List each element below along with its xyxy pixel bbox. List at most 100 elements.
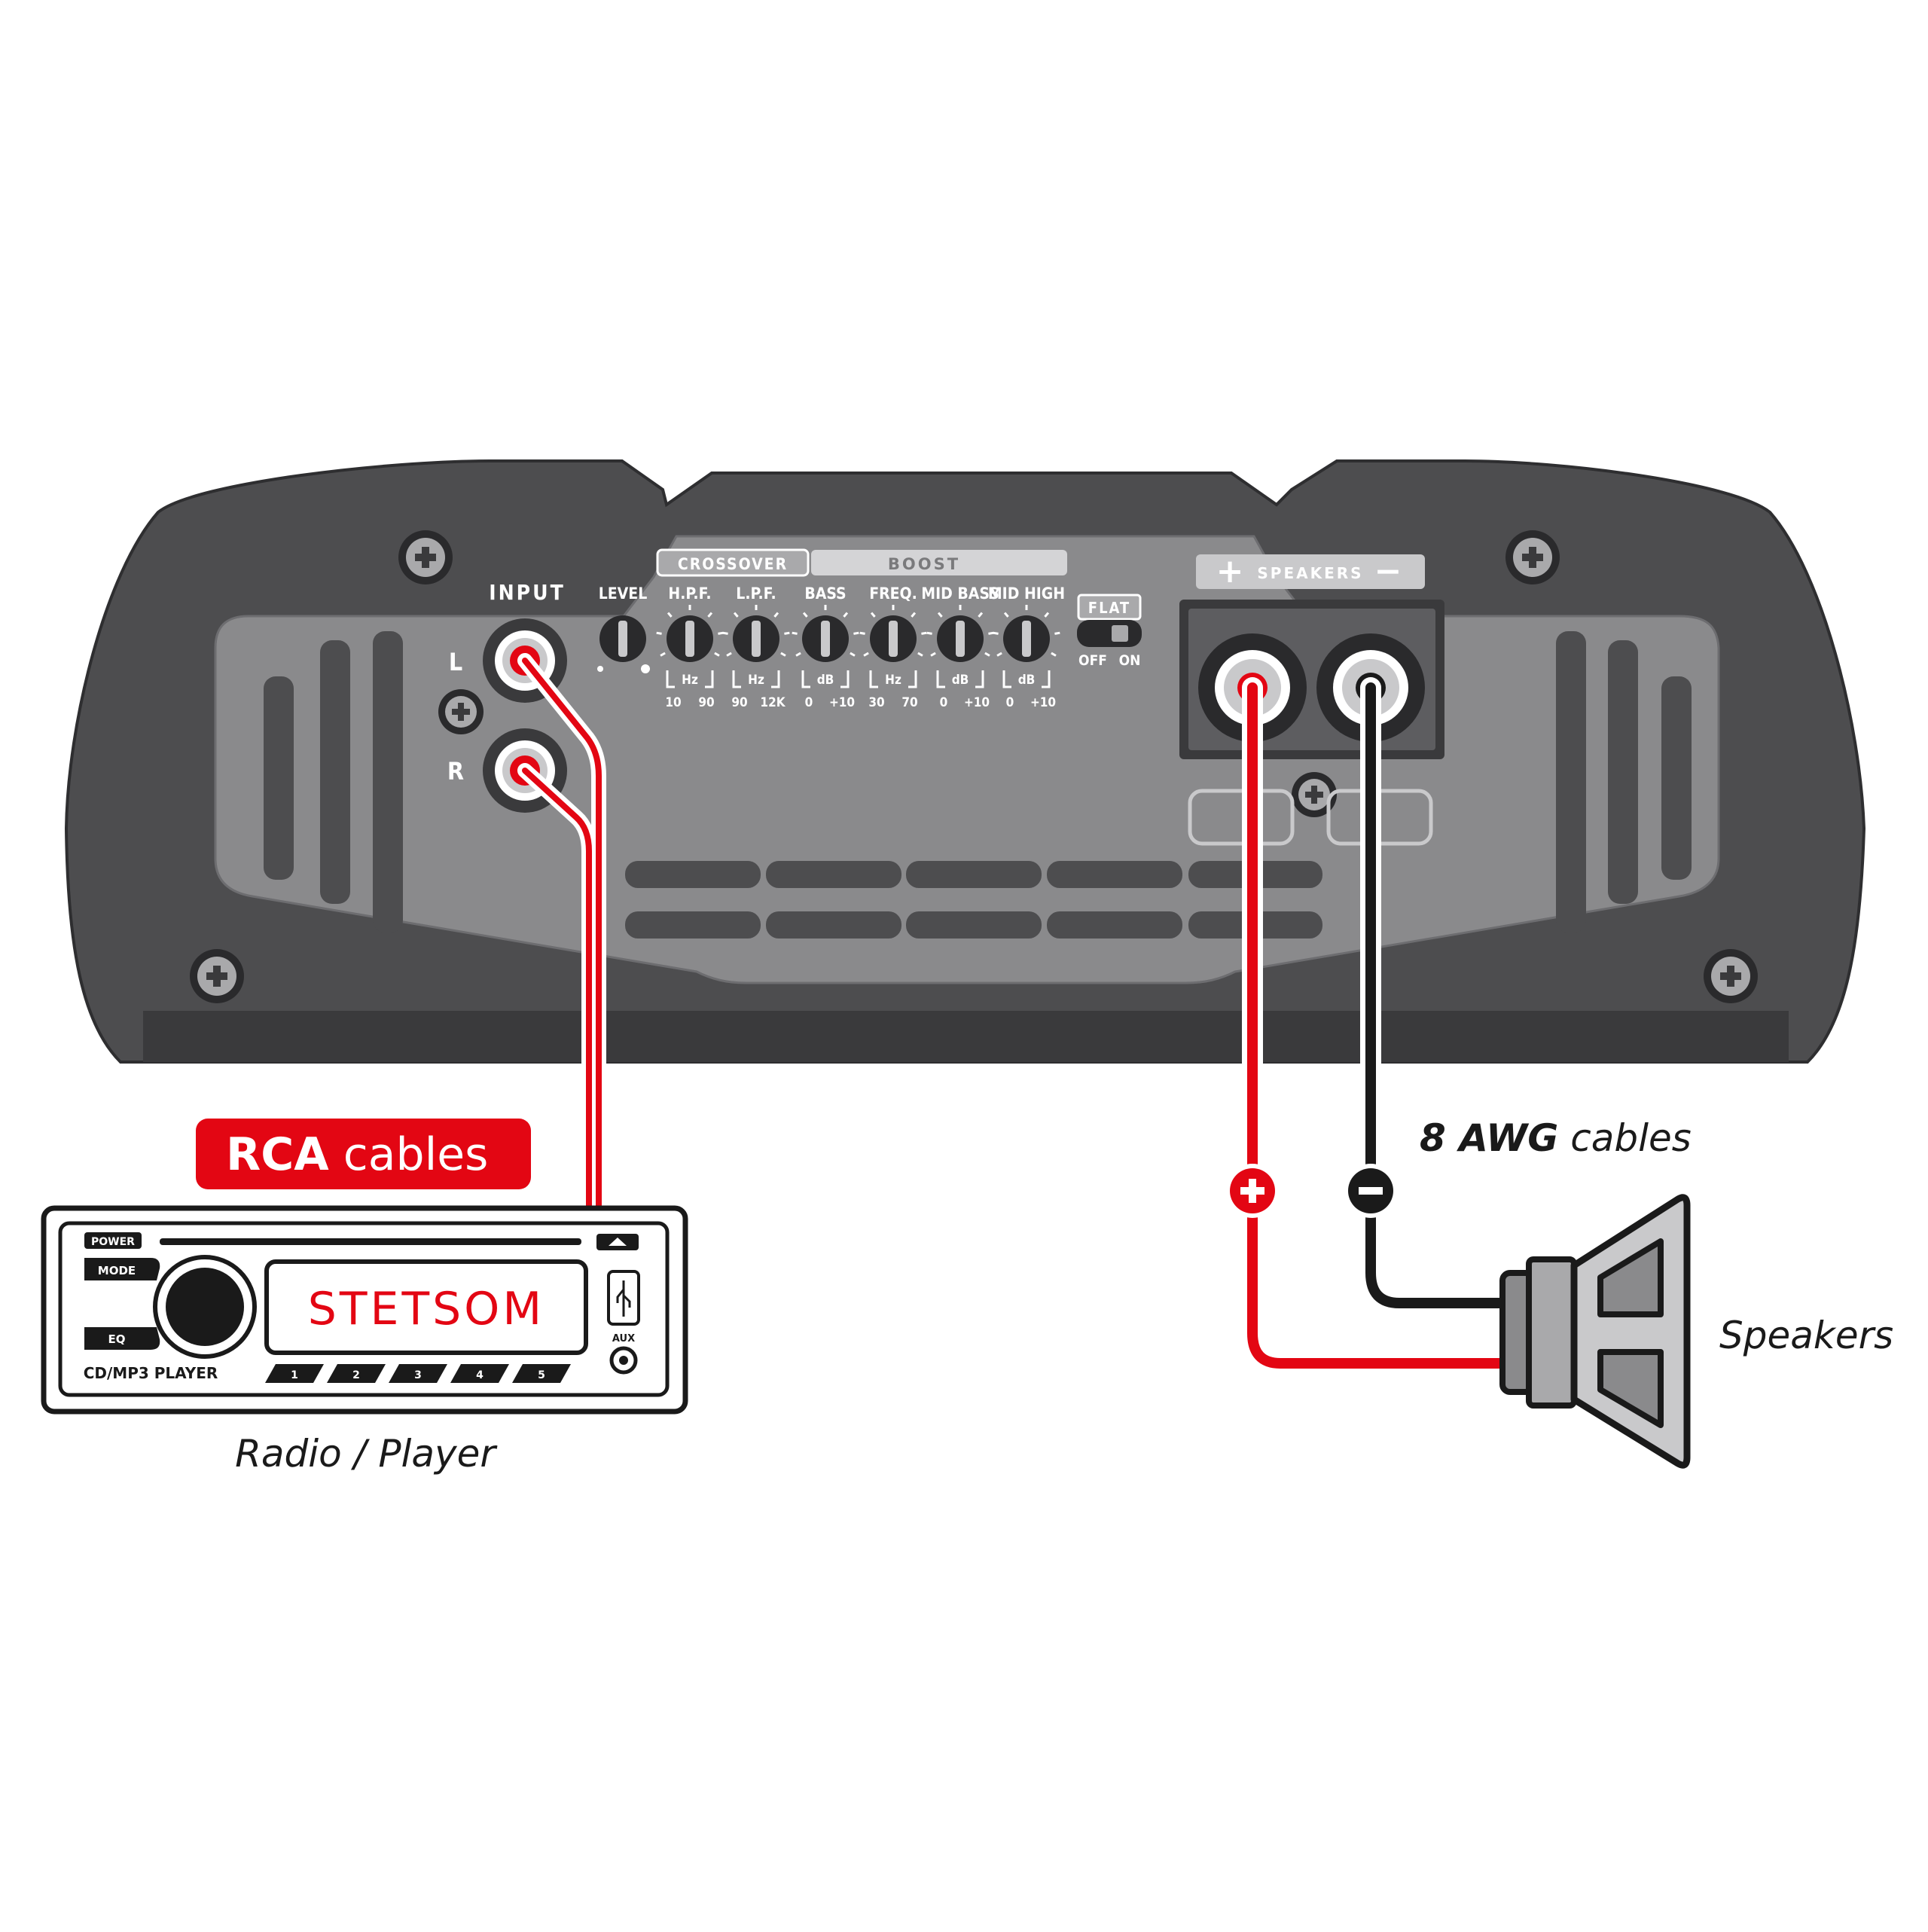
knob-tick (911, 612, 917, 618)
knob-unit: Hz (885, 673, 901, 688)
vent-bar (1608, 640, 1638, 904)
power-button[interactable]: POWER (84, 1232, 142, 1249)
vent-bar (1661, 676, 1692, 880)
slot (766, 861, 901, 888)
input-right-label: R (447, 757, 464, 786)
crossover-label: CROSSOVER (678, 555, 788, 573)
terminal-plus-slot (1188, 789, 1295, 846)
preset-label: 2 (352, 1369, 360, 1381)
speakers-label: SPEAKERS (1257, 564, 1363, 582)
mode-button[interactable]: MODE (84, 1258, 160, 1280)
eject-button[interactable] (596, 1234, 639, 1250)
preset-button-shape[interactable] (450, 1364, 509, 1383)
slot (906, 911, 1042, 939)
display-screen (264, 1259, 588, 1355)
preset-button-2[interactable]: 2 (327, 1364, 386, 1383)
preset-button-shape[interactable] (512, 1364, 571, 1383)
speaker-cables (1225, 677, 1517, 1374)
knob-min: 30 (868, 695, 884, 710)
speakers-header: + SPEAKERS − (1196, 552, 1425, 591)
flat-label: FLAT (1088, 599, 1130, 617)
knob-tick (773, 612, 779, 618)
boost-label: BOOST (888, 555, 960, 573)
knob-label: LEVEL (599, 584, 648, 603)
knob-tick (667, 612, 673, 618)
model-label: CD/MP3 PLAYER (84, 1364, 218, 1382)
slot (625, 861, 761, 888)
screw-top-right (1505, 530, 1560, 584)
knob-tick (917, 652, 923, 657)
preset-button-4[interactable]: 4 (450, 1364, 509, 1383)
speaker-cone-lower (1597, 1349, 1664, 1428)
preset-button-3[interactable]: 3 (389, 1364, 447, 1383)
usb-port[interactable] (607, 1270, 640, 1326)
knob-tick (714, 652, 720, 657)
knob-label: L.P.F. (736, 584, 776, 603)
knob-max: +10 (1030, 695, 1056, 710)
rca-badge-text: RCA cables (226, 1128, 488, 1181)
preset-button-5[interactable]: 5 (512, 1364, 571, 1383)
radio-player-caption: Radio / Player (235, 1432, 498, 1476)
knob-max: +10 (964, 695, 990, 710)
preset-button-1[interactable]: 1 (265, 1364, 324, 1383)
knob-tick (1051, 652, 1057, 657)
knob-indicator (685, 621, 694, 657)
flat-switch[interactable]: FLAT OFF ON (1077, 594, 1142, 669)
input-label: INPUT (489, 580, 566, 605)
knob-tick (660, 652, 666, 657)
eq-button[interactable]: EQ (84, 1327, 160, 1350)
slot (1047, 911, 1182, 939)
screw-speakers (1292, 772, 1337, 817)
knob-tick (843, 612, 849, 618)
flat-switch-body[interactable] (1077, 620, 1142, 647)
right-vents (1556, 631, 1692, 932)
knob-indicator (1022, 621, 1031, 657)
aux-jack[interactable] (609, 1346, 638, 1375)
knob-tick (707, 612, 713, 618)
knob-min: 0 (940, 695, 948, 710)
knob-label: MID HIGH (988, 584, 1065, 603)
speaker-cone (1570, 1194, 1691, 1469)
preset-button-shape[interactable] (327, 1364, 386, 1383)
knob-1[interactable]: LEVEL (597, 584, 650, 673)
awg-cable-caption: 8 AWG cables (1420, 1116, 1692, 1160)
knob-label: BASS (804, 584, 846, 603)
preset-button-shape[interactable] (265, 1364, 324, 1383)
negative-polarity-icon (1344, 1164, 1398, 1218)
input-left-label: L (449, 648, 462, 676)
vent-bar (373, 631, 403, 932)
speakers-label-box (1196, 554, 1425, 589)
knob-unit: dB (817, 673, 834, 688)
speakers-caption: Speakers (1719, 1314, 1893, 1357)
knob-unit: Hz (748, 673, 764, 688)
knob-max: 12K (760, 695, 786, 710)
vent-bar (320, 640, 350, 904)
preset-button-shape[interactable] (389, 1364, 447, 1383)
knob-label: H.P.F. (668, 584, 711, 603)
knob-range-bracket (666, 670, 714, 688)
rca-badge-rest: cables (329, 1128, 489, 1181)
power-label: POWER (91, 1236, 135, 1248)
slot (766, 911, 901, 939)
knob-tick (733, 612, 739, 618)
volume-knob[interactable] (153, 1255, 257, 1359)
eq-label: EQ (108, 1332, 126, 1346)
knob-tick (984, 652, 990, 657)
knob-tick (937, 612, 943, 618)
amplifier-base (143, 1011, 1789, 1062)
knob-tick (870, 612, 876, 618)
flat-switch-knob[interactable] (1112, 625, 1128, 642)
knob-tick (996, 652, 1002, 657)
knob-unit: dB (952, 673, 969, 688)
knob-max: 70 (901, 695, 917, 710)
slot (1047, 861, 1182, 888)
preset-label: 1 (291, 1369, 298, 1381)
